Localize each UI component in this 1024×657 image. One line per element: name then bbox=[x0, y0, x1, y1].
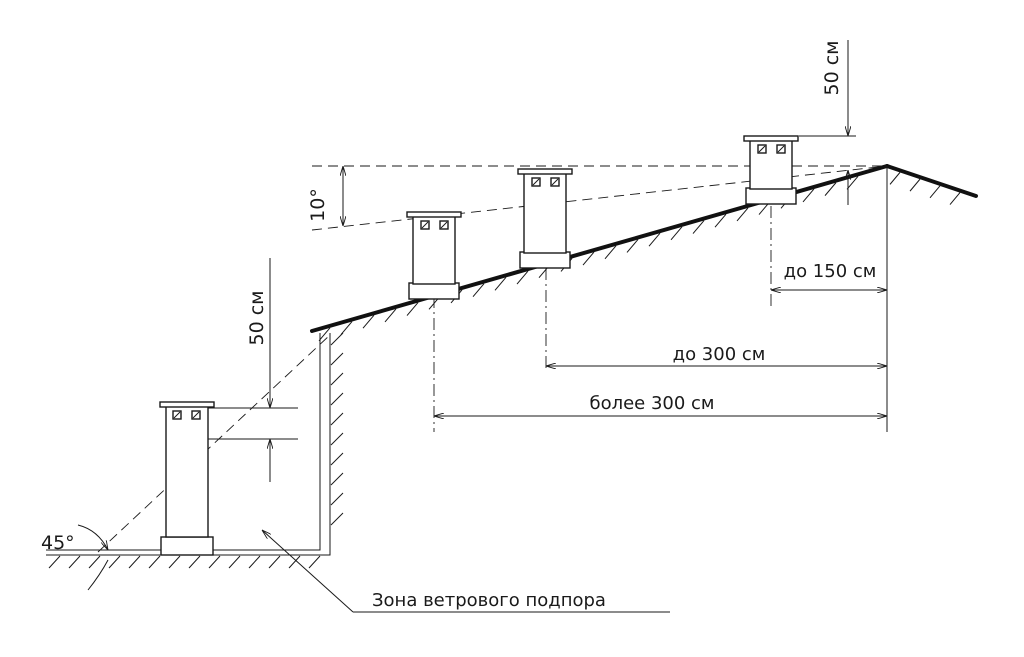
hatch-mark bbox=[108, 555, 121, 569]
ground-hatching bbox=[48, 555, 321, 569]
roof-slope-right bbox=[885, 164, 978, 198]
hatch-mark bbox=[330, 372, 344, 386]
hatch-mark bbox=[248, 555, 261, 569]
wall-outline-inner bbox=[46, 333, 321, 551]
dimension-more-than-300: более 300 см bbox=[434, 393, 887, 416]
hatch-mark bbox=[406, 302, 419, 316]
wall-outline-outer bbox=[46, 333, 331, 556]
hatch-mark bbox=[516, 270, 529, 285]
label-dist-150: до 150 см bbox=[784, 261, 877, 282]
wind-zone-callout: Зона ветрового подпора bbox=[262, 530, 670, 613]
hatch-mark bbox=[128, 555, 141, 569]
hatch-mark bbox=[648, 232, 661, 247]
label-height-50-left: 50 см bbox=[246, 291, 268, 346]
label-dist-300: до 300 см bbox=[673, 344, 766, 365]
hatch-mark bbox=[268, 555, 281, 569]
hatch-mark bbox=[626, 239, 639, 253]
hatch-mark bbox=[340, 321, 353, 335]
hatch-mark bbox=[88, 555, 101, 569]
angle-45-marker: 45° bbox=[41, 524, 108, 591]
hatch-mark bbox=[909, 178, 921, 192]
hatch-mark bbox=[802, 188, 815, 203]
wall-hatching bbox=[330, 332, 344, 526]
dimension-up-to-150: до 150 см bbox=[771, 261, 887, 290]
dimension-50cm-left: 50 см bbox=[208, 258, 298, 482]
hatch-mark bbox=[670, 226, 683, 241]
hatch-mark bbox=[228, 555, 241, 569]
hatch-mark bbox=[330, 472, 344, 486]
hatch-mark bbox=[692, 220, 705, 234]
roof bbox=[310, 164, 978, 333]
hatch-mark bbox=[889, 172, 901, 185]
hatch-mark bbox=[330, 412, 344, 426]
hatch-mark bbox=[330, 392, 344, 406]
hatch-mark bbox=[330, 512, 344, 526]
hatch-mark bbox=[714, 213, 727, 228]
chimney-2 bbox=[406, 211, 462, 300]
label-height-50-top: 50 см bbox=[821, 41, 843, 96]
forty-five-degree-line bbox=[97, 334, 331, 553]
hatch-mark bbox=[384, 308, 397, 323]
hatch-mark bbox=[362, 314, 375, 329]
hatch-mark bbox=[308, 555, 321, 569]
dimension-up-to-300: до 300 см bbox=[546, 344, 887, 366]
hatch-mark bbox=[330, 352, 344, 366]
hatch-mark bbox=[318, 327, 331, 342]
lower-building bbox=[46, 333, 331, 556]
hatch-mark bbox=[330, 332, 344, 346]
hatch-mark bbox=[330, 452, 344, 466]
hatch-mark bbox=[330, 492, 344, 506]
hatch-mark bbox=[472, 283, 485, 297]
dimension-50cm-top: 50 см bbox=[799, 40, 856, 205]
ten-degree-line bbox=[311, 165, 888, 231]
label-angle-10: 10° bbox=[307, 188, 329, 222]
hatch-mark bbox=[604, 245, 617, 260]
hatch-mark bbox=[736, 207, 749, 222]
chimney-4 bbox=[743, 135, 799, 205]
chimney-3 bbox=[517, 168, 573, 269]
hatch-mark bbox=[48, 555, 61, 569]
hatch-mark bbox=[168, 555, 181, 569]
hatch-mark bbox=[288, 555, 301, 569]
hatch-mark bbox=[330, 432, 344, 446]
chimney-1 bbox=[159, 401, 215, 556]
hatch-mark bbox=[824, 182, 837, 196]
hatch-mark bbox=[68, 555, 81, 569]
hatch-mark bbox=[846, 175, 859, 190]
hatch-mark bbox=[188, 555, 201, 569]
roof-slope-left bbox=[310, 164, 889, 333]
label-wind-zone: Зона ветрового подпора bbox=[372, 590, 606, 611]
label-angle-45: 45° bbox=[41, 532, 75, 554]
hatch-mark bbox=[494, 277, 507, 291]
dimension-10-degrees: 10° bbox=[307, 166, 343, 226]
hatch-mark bbox=[582, 251, 595, 266]
hatch-mark bbox=[148, 555, 161, 569]
label-dist-more-300: более 300 см bbox=[589, 393, 714, 414]
hatch-mark bbox=[929, 185, 941, 199]
hatch-mark bbox=[949, 192, 961, 205]
hatch-mark bbox=[208, 555, 221, 569]
